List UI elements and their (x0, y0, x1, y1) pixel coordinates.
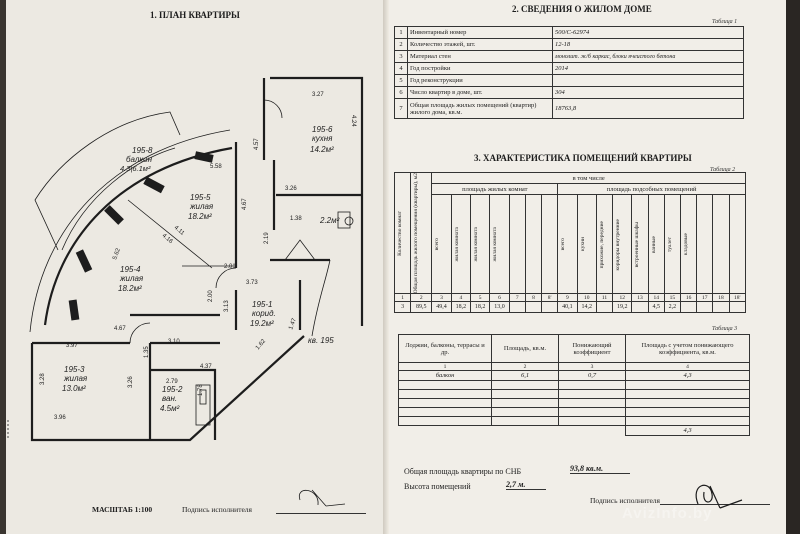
dim: 5.62 (112, 247, 122, 261)
room-code: 195-2 (162, 385, 183, 394)
room-195-5: 195-5 жилая 18.2м² (188, 193, 214, 221)
room-area: 4.3|6.1м² (120, 164, 151, 173)
dim: 1.35 (144, 346, 150, 358)
left-sheet (6, 0, 386, 534)
dim: 4.67 (242, 198, 248, 210)
room-code: 195-6 (312, 125, 333, 134)
room-area: 18.2м² (118, 284, 142, 293)
page-fold (383, 0, 389, 534)
room-code: 195-4 (120, 265, 141, 274)
dim: 2.19 (264, 232, 270, 244)
dim: 3.10 (168, 339, 180, 345)
dim: 4.11 (173, 225, 186, 237)
room-195-1: 195-1 корид. 19.2м² (250, 300, 276, 328)
room-name: балкон (126, 155, 153, 164)
rooms-title: 3. ХАРАКТЕРИСТИКА ПОМЕЩЕНИЙ КВАРТИРЫ (474, 153, 692, 163)
summary-signature-line (660, 504, 770, 505)
rooms-table-label: Таблица 2 (710, 167, 736, 173)
dim: 4.57 (254, 138, 260, 150)
loggia-table-label: Таблица 3 (712, 326, 738, 332)
dim: 1.47 (288, 317, 298, 331)
summary-signature (695, 484, 743, 509)
height-label: Высота помещений (404, 482, 471, 491)
dim: 3.13 (224, 300, 230, 312)
signature-scribble (299, 489, 346, 507)
plan-signature-label: Подпись исполнителя (182, 505, 252, 514)
loggia-table: Лоджии, балконы, террасы и др. Площадь, … (398, 334, 750, 436)
dim: 4.67 (114, 326, 126, 332)
total-area-label: Общая площадь квартиры по СНБ (404, 467, 522, 476)
room-name: жилая (189, 202, 214, 211)
room-name: жилая (119, 274, 144, 283)
watermark: AvizInfo.by (622, 505, 713, 522)
dim: 4.16 (161, 233, 174, 246)
room-code: 195-3 (64, 365, 85, 374)
room-code: 195-8 (132, 146, 153, 155)
room-195-6: 195-6 кухня 14.2м² (310, 125, 334, 154)
dim: 2.00 (208, 290, 214, 302)
room-name: кухня (312, 134, 333, 143)
dim: 3.28 (40, 373, 46, 385)
dim: 3.97 (66, 343, 78, 349)
plan-signature-line (276, 513, 366, 514)
dim: 3.26 (285, 186, 297, 192)
plan-scale: МАСШТАБ 1:100 (92, 505, 153, 514)
room-name: ван. (162, 394, 177, 403)
rooms-table: Количество комнат Общая площадь жилого п… (393, 171, 747, 314)
room-area: 14.2м² (310, 145, 334, 154)
room-area: 19.2м² (250, 319, 274, 328)
room-code: 195-5 (190, 193, 211, 202)
dim: 2.79 (166, 379, 178, 385)
dim: 1.62 (255, 338, 268, 351)
room-195-2: 195-2 ван. 4.5м² (160, 385, 183, 413)
info-title: 2. СВЕДЕНИЯ О ЖИЛОМ ДОМЕ (512, 4, 652, 14)
room-code: 195-1 (252, 300, 272, 309)
room-name: жилая (63, 374, 88, 383)
dim: 5.58 (210, 164, 222, 170)
room-area: 18.2м² (188, 212, 212, 221)
dim: 3.27 (312, 92, 324, 98)
info-table-label: Таблица 1 (712, 19, 738, 25)
floor-plan: 195-8 балкон 4.3|6.1м² 195-6 кухня 14.2м… (7, 76, 364, 507)
plan-title: 1. ПЛАН КВАРТИРЫ (150, 10, 240, 20)
dim: 3.96 (54, 415, 66, 421)
loggia-total-row: 4,3 (399, 425, 750, 436)
dim: 3.73 (246, 280, 258, 286)
apartment-label: кв. 195 (308, 336, 334, 345)
dim: 4.24 (350, 115, 356, 127)
dim: 1.78 (198, 384, 204, 396)
room-area: 13.0м² (62, 384, 86, 393)
height-value: 2,7 м. (506, 480, 546, 490)
summary-signature-label: Подпись исполнителя (590, 496, 660, 505)
wc-area: 2.2м² (319, 216, 340, 225)
room-195-8: 195-8 балкон 4.3|6.1м² (120, 146, 153, 173)
room-name: корид. (252, 309, 276, 318)
dim: 1.38 (290, 216, 302, 222)
dim: 2.01 (224, 264, 236, 270)
dim: 3.26 (128, 376, 134, 388)
room-area: 4.5м² (160, 404, 180, 413)
total-area-value: 93,8 кв.м. (570, 464, 630, 474)
room-195-4: 195-4 жилая 18.2м² (118, 265, 144, 293)
dark-edge (786, 0, 800, 534)
room-195-3: 195-3 жилая 13.0м² (62, 365, 88, 393)
dim: 4.37 (200, 364, 212, 370)
